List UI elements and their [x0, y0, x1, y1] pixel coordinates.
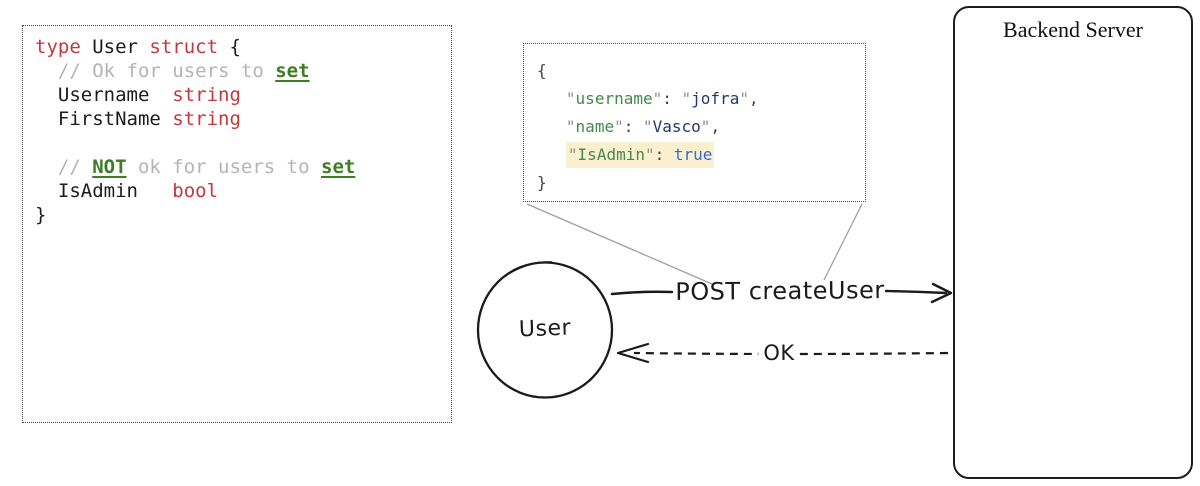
code-line-comment-not-ok: // NOT ok for users to set [35, 155, 439, 179]
json-comma: , [748, 89, 759, 108]
code-type-string: string [172, 84, 241, 106]
code-line-username-field: Username string [35, 83, 439, 107]
request-arrow-line-left [610, 290, 674, 296]
json-quote: " [644, 145, 655, 164]
json-key-username: username [575, 89, 653, 108]
code-comment-slashes: // [35, 156, 93, 178]
code-comment-emphasis-set: set [275, 60, 310, 82]
backend-server-box: Backend Server [953, 6, 1193, 479]
json-isadmin-highlight: "IsAdmin": true [565, 142, 715, 168]
code-comment-text: ok for users to [126, 156, 321, 178]
json-quote: " [567, 145, 578, 164]
json-payload-box: { "username": "jofra", "name": "Vasco", … [523, 43, 866, 202]
json-key-name: name [575, 117, 615, 136]
json-open-brace: { [537, 61, 547, 80]
json-close-brace: } [537, 173, 547, 192]
code-comment-emphasis-set: set [321, 156, 356, 178]
json-key-isadmin: IsAdmin [577, 145, 645, 164]
code-keyword-type: type [35, 36, 81, 58]
go-struct-code-box: type User struct { // Ok for users to se… [22, 25, 452, 423]
json-quote: " [739, 89, 749, 108]
json-colon: : [662, 89, 682, 108]
json-colon: : [623, 117, 643, 136]
code-struct-name: User [80, 36, 150, 58]
code-line-type-user-struct: type User struct { [35, 35, 439, 59]
json-comma: , [710, 117, 721, 136]
code-line-isadmin-field: IsAdmin bool [35, 179, 439, 203]
code-type-bool: bool [172, 180, 219, 202]
json-quote: " [565, 117, 576, 136]
code-keyword-struct: struct [149, 36, 219, 58]
code-field-username: Username [35, 84, 173, 106]
json-line-username: "username": "jofra", [537, 85, 852, 113]
code-comment-emphasis-not: NOT [92, 156, 127, 178]
request-arrow-line-right [884, 289, 948, 295]
response-arrowhead [616, 342, 650, 364]
json-line-isadmin-highlighted: "IsAdmin": true [537, 141, 852, 169]
json-quote: " [614, 117, 624, 136]
json-value-vasco: Vasco [652, 117, 701, 136]
code-open-brace: { [218, 36, 241, 58]
response-message-label: OK [758, 341, 800, 365]
json-quote: " [565, 89, 576, 108]
json-quote: " [700, 117, 711, 136]
json-colon: : [654, 145, 674, 164]
code-comment-text: // Ok for users to [35, 60, 276, 82]
callout-line-right [823, 203, 863, 281]
json-quote: " [642, 117, 653, 136]
request-arrowhead [930, 282, 953, 304]
user-circle-sketch-stroke [504, 261, 553, 277]
code-field-isadmin: IsAdmin [35, 180, 173, 202]
user-actor-label: User [518, 315, 572, 343]
json-line-open-brace: { [537, 57, 852, 85]
code-line-firstname-field: FirstName string [35, 107, 439, 131]
json-value-true: true [673, 145, 713, 164]
code-field-firstname: FirstName [35, 108, 173, 130]
json-line-name: "name": "Vasco", [537, 113, 852, 141]
code-line-close-brace: } [35, 203, 439, 227]
callout-line-left [526, 203, 713, 285]
json-quote: " [652, 89, 663, 108]
json-line-close-brace: } [537, 169, 852, 197]
json-value-jofra: jofra [691, 89, 740, 108]
code-close-brace: } [35, 204, 47, 226]
backend-server-title: Backend Server [1003, 17, 1143, 42]
request-message-label: POST createUser [675, 276, 885, 306]
code-line-comment-ok: // Ok for users to set [35, 59, 439, 83]
json-quote: " [681, 89, 692, 108]
code-type-string: string [172, 108, 241, 130]
